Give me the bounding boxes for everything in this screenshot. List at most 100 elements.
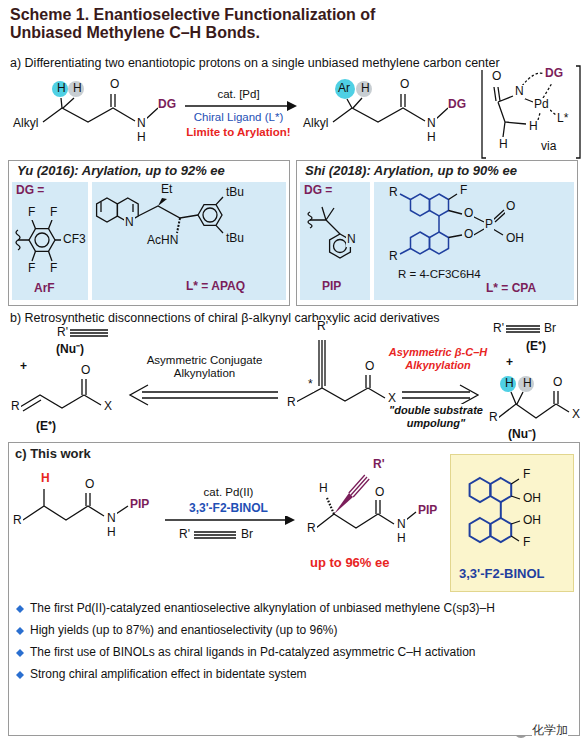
atom-label: H: [396, 532, 407, 546]
role-label: +: [20, 360, 27, 374]
bond-line: [411, 232, 430, 254]
panel-text: R = 4-CF3C6H4: [398, 268, 481, 281]
atom-label: P: [484, 218, 494, 232]
atom-label: X: [571, 408, 581, 422]
atom-label: H: [360, 82, 371, 96]
dg-panel: DG =PIP: [300, 182, 370, 300]
atom-label: O: [505, 200, 516, 214]
atom-label: O: [399, 78, 410, 92]
note-label: "double substrate umpolung": [388, 404, 484, 429]
atom-label: OH: [522, 492, 542, 506]
atom-label: O: [80, 364, 91, 378]
panel-heading: Yu (2016): Arylation, up to 92% ee: [17, 164, 225, 179]
bullet-text: The first use of BINOLs as chiral ligand…: [30, 646, 476, 660]
atom-label: O: [463, 228, 474, 242]
atom-label: F: [49, 262, 58, 276]
atom-label: H: [56, 82, 67, 96]
bond-line: [216, 197, 223, 233]
atom-label: R: [388, 186, 399, 200]
watermark: 化学加: [532, 724, 568, 738]
ring-mark: [500, 376, 516, 392]
section-heading: b) Retrosynthetic disconnections of chir…: [10, 311, 440, 325]
atom-label: R: [388, 250, 399, 264]
atom-label: O: [552, 376, 563, 390]
panel-heading: Shi (2018): Arylation, up to 90% ee: [305, 164, 517, 179]
atom-label: R': [372, 458, 386, 472]
atom-label: O: [374, 486, 385, 500]
note-label: Limite to Arylation!: [175, 126, 302, 139]
bond-line: [308, 207, 350, 258]
atom-label: O: [84, 478, 95, 492]
atom-label: L*: [556, 112, 569, 126]
bond-line: [20, 379, 101, 411]
bond-line: [430, 232, 449, 254]
bond-line: [308, 212, 312, 228]
atom-label: O: [463, 207, 474, 221]
atom-label: R: [10, 400, 21, 414]
atom-label: OH: [522, 514, 542, 528]
bond-line: [400, 194, 449, 254]
panel-text: 3,3'-F2-BINOL: [459, 567, 544, 582]
atom-label: Alkyl: [12, 117, 39, 131]
panel-box: Shi (2018): Arylation, up to 90% ee DG =…: [296, 160, 578, 306]
atom-label: O: [109, 78, 120, 92]
condition-label: Asymmetric Conjugate Alkynylation: [142, 354, 267, 380]
group-label: DG: [448, 98, 466, 112]
panel-text: DG =: [16, 184, 44, 198]
arrow-head: [287, 101, 297, 111]
atom-label: O: [491, 70, 502, 84]
atom-label: R: [306, 522, 317, 536]
bond-line: [185, 105, 287, 106]
scheme-title: Scheme 1. Enantioselective Functionaliza…: [10, 6, 450, 43]
bond-line: [449, 194, 507, 238]
panel-text: PIP: [322, 280, 341, 294]
bond-line: [158, 198, 167, 206]
atom-label: Br: [240, 528, 254, 542]
panel-text: ArF: [34, 282, 55, 296]
bond-line: [400, 194, 439, 254]
bond-line: [16, 230, 20, 250]
atom-label: Ar: [337, 82, 351, 96]
ligand-label: 3,3'-F2-BINOL: [165, 502, 292, 516]
atom-label: O: [364, 360, 375, 374]
atom-label: Alkyl: [302, 117, 329, 131]
atom-label: *: [307, 378, 314, 392]
bond-line: [470, 478, 512, 542]
atom-label: tBu: [225, 186, 245, 200]
bond-line: [285, 515, 295, 525]
bond-line: [29, 229, 55, 252]
atom-label: H: [106, 526, 117, 540]
bond-line: [16, 649, 24, 657]
atom-label: OH: [505, 232, 525, 246]
atom-label: F: [459, 184, 468, 198]
ring-mark: [68, 81, 84, 97]
atom-label: AcHN: [146, 234, 179, 248]
disconnection-label: Asymmetric β-C–H Alkynylation: [388, 346, 488, 371]
atom-label: N: [514, 85, 525, 99]
atom-label: F: [27, 206, 36, 220]
atom-label: H: [522, 377, 533, 391]
condition-label: cat. Pd(II): [165, 486, 292, 499]
atom-label: R': [316, 320, 329, 334]
bond-line: [97, 197, 223, 233]
bullet-text: Strong chiral amplification effect in bi…: [30, 668, 307, 682]
atom-label: R': [56, 326, 69, 340]
ee-label: up to 96% ee: [310, 556, 389, 571]
atom-label: N: [106, 512, 117, 526]
atom-label: H: [72, 82, 83, 96]
role-label: (E⁺): [526, 340, 546, 354]
atom-label: N: [426, 117, 437, 131]
bond-line: [411, 194, 430, 216]
bond-line: [194, 532, 236, 538]
section-heading: a) Differentiating two enantiotopic prot…: [10, 56, 500, 70]
atom-label: tBu: [225, 232, 245, 246]
bond-line: [165, 519, 285, 520]
atom-label: X: [103, 400, 113, 414]
ring-mark: [334, 240, 347, 253]
group-label: DG: [545, 67, 563, 81]
atom-label: R': [178, 528, 191, 542]
atom-label: H: [504, 377, 515, 391]
atom-label: R: [286, 396, 297, 410]
role-label: (E⁺): [36, 420, 56, 434]
